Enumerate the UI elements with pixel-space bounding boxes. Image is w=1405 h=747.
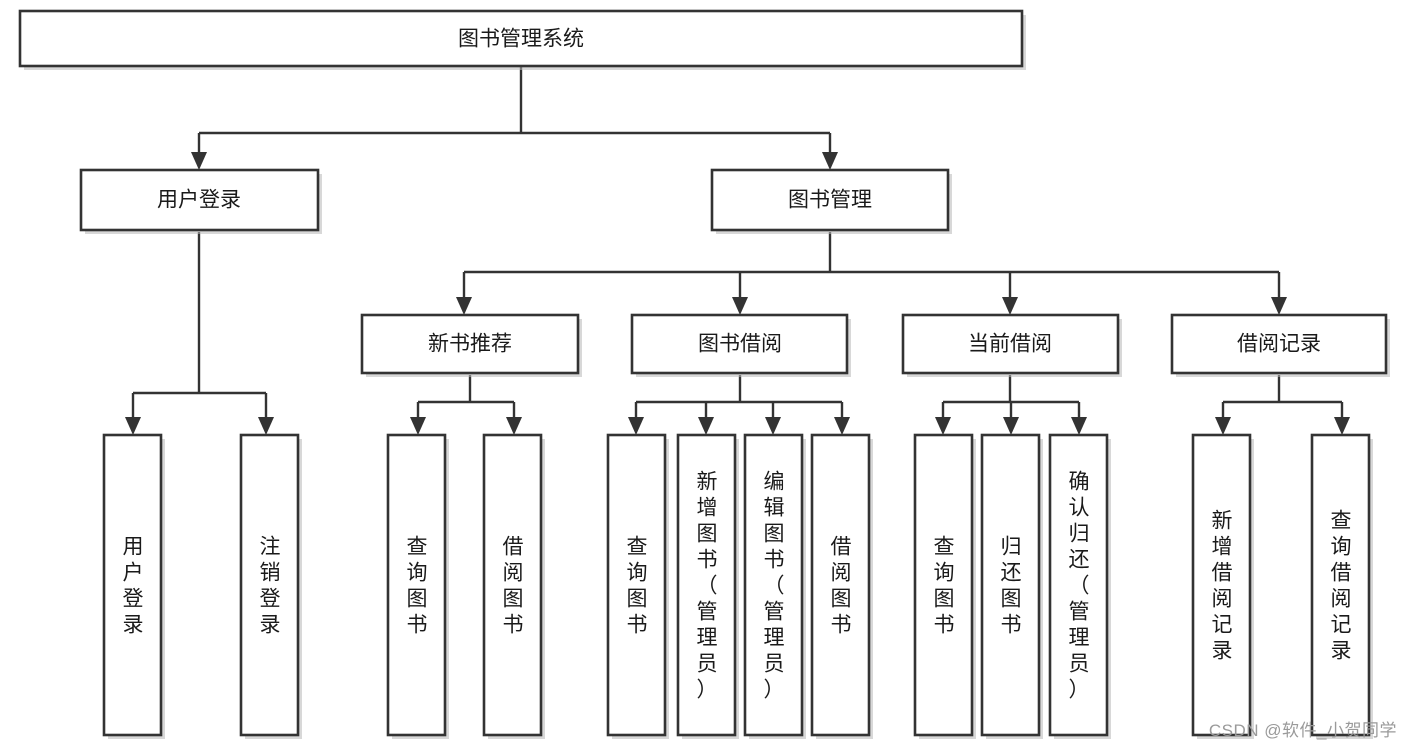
leaf-user-login-label: 用户登录 bbox=[123, 535, 144, 636]
leaf-borrow-edit-book-label: 编辑图书（管理员） bbox=[764, 470, 785, 701]
arrow-head-leaf-logout bbox=[258, 417, 274, 435]
node-root-label: 图书管理系统 bbox=[458, 28, 584, 51]
leaf-record-add-record[interactable]: 新增借阅记录 bbox=[1191, 433, 1254, 739]
leaf-logout-label: 注销登录 bbox=[260, 535, 281, 636]
node-user-login-label: 用户登录 bbox=[157, 189, 241, 212]
connector-layer bbox=[125, 66, 1350, 435]
node-root[interactable]: 图书管理系统 bbox=[18, 9, 1026, 70]
arrow-head-user-login bbox=[191, 152, 207, 170]
arrow-head-borrow-query-book bbox=[628, 417, 644, 435]
node-book-management-label: 图书管理 bbox=[788, 189, 872, 212]
arrow-head-borrow-add-book bbox=[698, 417, 714, 435]
leaf-recommend-query-book[interactable]: 查询图书 bbox=[386, 433, 449, 739]
arrow-head-new-book-recommend bbox=[456, 297, 472, 315]
arrow-head-borrow-edit-book bbox=[765, 417, 781, 435]
arrow-head-current-borrow bbox=[1002, 297, 1018, 315]
leaf-borrow-edit-book[interactable]: 编辑图书（管理员） bbox=[743, 433, 806, 739]
leaf-borrow-add-book[interactable]: 新增图书（管理员） bbox=[676, 433, 739, 739]
leaf-logout[interactable]: 注销登录 bbox=[239, 433, 302, 739]
leaf-record-add-record-label: 新增借阅记录 bbox=[1212, 509, 1233, 662]
node-new-book-recommend-label: 新书推荐 bbox=[428, 333, 512, 356]
leaf-borrow-query-book-label: 查询图书 bbox=[627, 535, 648, 636]
leaf-recommend-borrow-book-label: 借阅图书 bbox=[503, 535, 524, 636]
leaf-current-confirm-return[interactable]: 确认归还（管理员） bbox=[1048, 433, 1111, 739]
leaf-user-login[interactable]: 用户登录 bbox=[102, 433, 165, 739]
leaf-borrow-add-book-label: 新增图书（管理员） bbox=[697, 470, 718, 701]
leaf-current-query-book-label: 查询图书 bbox=[934, 535, 955, 636]
leaf-borrow-borrow-book[interactable]: 借阅图书 bbox=[810, 433, 873, 739]
node-book-management[interactable]: 图书管理 bbox=[710, 168, 952, 234]
arrow-head-borrow-record bbox=[1271, 297, 1287, 315]
arrow-head-borrow-borrow-book bbox=[834, 417, 850, 435]
node-user-login[interactable]: 用户登录 bbox=[79, 168, 322, 234]
leaf-borrow-borrow-book-label: 借阅图书 bbox=[831, 535, 852, 636]
arrow-head-book-mgmt bbox=[822, 152, 838, 170]
leaf-current-query-book[interactable]: 查询图书 bbox=[913, 433, 976, 739]
arrow-head-current-confirm-return bbox=[1071, 417, 1087, 435]
leaf-borrow-query-book[interactable]: 查询图书 bbox=[606, 433, 669, 739]
leaf-recommend-query-book-label: 查询图书 bbox=[407, 535, 428, 636]
node-book-borrow-label: 图书借阅 bbox=[698, 333, 782, 356]
node-current-borrow[interactable]: 当前借阅 bbox=[901, 313, 1122, 377]
node-borrow-record[interactable]: 借阅记录 bbox=[1170, 313, 1390, 377]
arrow-head-leaf-user-login bbox=[125, 417, 141, 435]
arrow-head-current-return-book bbox=[1003, 417, 1019, 435]
arrow-head-recommend-query-book bbox=[410, 417, 426, 435]
leaf-recommend-borrow-book[interactable]: 借阅图书 bbox=[482, 433, 545, 739]
arrow-head-current-query-book bbox=[935, 417, 951, 435]
arrow-head-record-add-record bbox=[1215, 417, 1231, 435]
leaf-current-return-book[interactable]: 归还图书 bbox=[980, 433, 1043, 739]
node-new-book-recommend[interactable]: 新书推荐 bbox=[360, 313, 582, 377]
arrow-head-record-query-record bbox=[1334, 417, 1350, 435]
node-book-borrow[interactable]: 图书借阅 bbox=[630, 313, 851, 377]
arrow-head-recommend-borrow-book bbox=[506, 417, 522, 435]
leaf-current-confirm-return-label: 确认归还（管理员） bbox=[1069, 470, 1090, 701]
leaf-record-query-record-label: 查询借阅记录 bbox=[1331, 509, 1352, 662]
leaf-record-query-record[interactable]: 查询借阅记录 bbox=[1310, 433, 1373, 739]
node-current-borrow-label: 当前借阅 bbox=[968, 333, 1052, 356]
arrow-head-book-borrow bbox=[732, 297, 748, 315]
leaf-current-return-book-label: 归还图书 bbox=[1001, 535, 1022, 636]
node-borrow-record-label: 借阅记录 bbox=[1237, 333, 1321, 356]
